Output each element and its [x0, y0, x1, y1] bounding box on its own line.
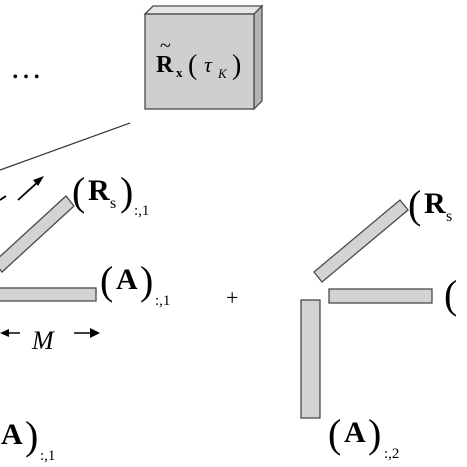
rs-label-1: ( R s ) :,1	[72, 169, 149, 219]
rs-label-2-sub: s	[446, 208, 452, 225]
bottom-a-label-1: A ) :,1	[1, 413, 55, 464]
plus-sign: +	[226, 285, 238, 310]
box-side-face	[253, 4, 263, 111]
rs-label-2: ( R s	[408, 182, 452, 227]
a-label-1-paren-open: (	[100, 258, 113, 303]
box-front-face	[144, 13, 255, 110]
a-label-1-paren-close: )	[140, 258, 153, 303]
box-label-symbol: R	[156, 52, 174, 78]
bottom-a-label-2-paren-close: )	[368, 411, 381, 456]
group-1: ( R s ) :,1 ( A ) :,1 M A ) :,1	[0, 169, 170, 464]
a-label-1-index: :,1	[155, 293, 170, 309]
box-label: ~ R x ( τ K )	[156, 35, 241, 81]
box-label-paren-close: )	[232, 50, 241, 81]
a-label-2-paren-open: (	[444, 272, 457, 317]
rs-bar-2	[313, 199, 409, 283]
bottom-a-label-2: ( A ) :,2	[328, 411, 399, 462]
dim-arrow-right	[90, 328, 100, 338]
rs-label-2-symbol: R	[424, 187, 446, 220]
bottom-a-label-2-index: :,2	[384, 446, 399, 462]
rs-label-1-sub: s	[110, 195, 116, 212]
rs-label-2-paren-open: (	[408, 182, 421, 227]
box-label-sub: x	[176, 65, 183, 80]
rs-bar-1	[0, 195, 75, 273]
a-bar-2-vertical	[300, 299, 321, 419]
bottom-a-label-1-symbol: A	[1, 418, 23, 451]
bottom-a-label-2-paren-open: (	[328, 411, 341, 456]
bottom-a-label-1-paren-close: )	[25, 413, 38, 458]
a-label-1-symbol: A	[116, 263, 138, 296]
a-label-1: ( A ) :,1	[100, 258, 170, 309]
rs-label-1-index: :,1	[134, 203, 149, 219]
bottom-a-label-2-symbol: A	[344, 416, 366, 449]
a-bar-2-horizontal	[328, 288, 433, 304]
a-bar-1	[0, 287, 97, 302]
box-label-tau: τ	[204, 52, 213, 77]
box-label-paren-open: (	[188, 50, 197, 81]
rs-label-1-paren-open: (	[72, 169, 85, 214]
direction-arrow-head	[33, 176, 44, 186]
box-label-tau-sub: K	[217, 66, 228, 81]
ellipsis: …	[10, 49, 42, 85]
connector-line	[0, 122, 131, 171]
bottom-a-label-1-index: :,1	[40, 448, 55, 464]
slice-box: ~ R x ( τ K )	[143, 4, 264, 111]
box-label-tilde: ~	[160, 35, 171, 57]
arrow-fragment	[0, 195, 7, 201]
dim-arrow-left	[0, 329, 9, 337]
rs-label-1-symbol: R	[88, 174, 110, 207]
box-top-face	[143, 5, 264, 15]
dim-label-m: M	[31, 326, 55, 355]
group-2: ( R s ( ( A ) :,2	[300, 182, 457, 462]
rs-label-1-paren-close: )	[120, 169, 133, 214]
